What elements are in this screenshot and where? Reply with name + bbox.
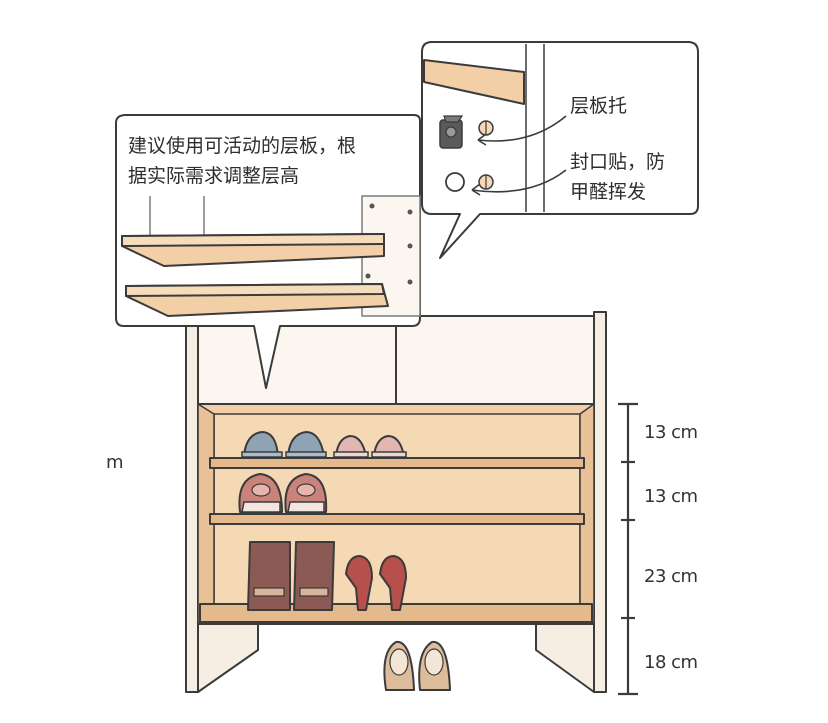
detail-shelf-corner [423, 59, 525, 105]
edge-text-fragment: m [106, 452, 123, 473]
cabinet-right-panel [593, 311, 607, 693]
cabinet-right-leg [535, 623, 595, 693]
dimension-label-4: 18 cm [644, 652, 698, 673]
seal-label-line1: 封口贴，防 [570, 151, 665, 173]
flat-shoe-pair [383, 640, 451, 691]
seal-arrow [471, 169, 567, 193]
boot-pair [247, 541, 335, 611]
slipper-pair-blue [241, 431, 327, 458]
shelf-advice-callout: 建议使用可活动的层板，根 据实际需求调整层高 [115, 114, 421, 389]
heel-pair [345, 555, 407, 611]
dimension-label-2: 13 cm [644, 486, 698, 507]
seal-cap-icon [445, 172, 494, 192]
shelf-board-2 [209, 513, 585, 525]
shelf-advice-line2: 据实际需求调整层高 [128, 165, 299, 187]
height-dimension-bar: 13 cm 13 cm 23 cm 18 cm [618, 402, 698, 696]
shelf-board-1 [209, 457, 585, 469]
cabinet-left-panel [185, 299, 199, 693]
dimension-label-1: 13 cm [644, 422, 698, 443]
support-arrow [477, 115, 567, 142]
seal-label-line2: 甲醛挥发 [570, 181, 646, 203]
sneaker-pair [238, 473, 328, 513]
shoes [238, 431, 451, 691]
cabinet-left-leg [197, 623, 259, 693]
shelf-support-label: 层板托 [570, 95, 627, 117]
dimension-label-3: 23 cm [644, 566, 698, 587]
slipper-pair-pink [333, 435, 407, 458]
detail-callout: 层板托 封口贴，防 甲醛挥发 [421, 41, 699, 259]
shelf-advice-line1: 建议使用可活动的层板，根 [128, 135, 356, 157]
